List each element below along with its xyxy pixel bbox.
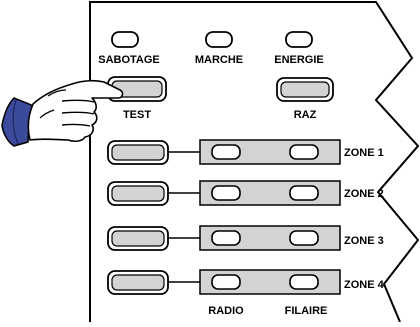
test-label: TEST [123, 109, 151, 121]
zone-3-filaire-led [289, 230, 319, 246]
sabotage-label: SABOTAGE [98, 54, 160, 66]
marche-indicator [205, 31, 233, 48]
energie-label: ENERGIE [274, 54, 324, 66]
zone-1-filaire-led [289, 144, 319, 160]
marche-label: MARCHE [195, 54, 243, 66]
panel-outline [89, 1, 420, 323]
zone-1-radio-led [211, 144, 241, 160]
zone-row-4: ZONE 4 [107, 269, 385, 295]
raz-button[interactable] [276, 77, 334, 102]
zone-1-label: ZONE 1 [344, 147, 384, 159]
zone-4-filaire-led [289, 274, 319, 290]
sabotage-indicator [111, 31, 139, 48]
zone-3-label: ZONE 3 [344, 235, 384, 247]
zone-3-radio-led [211, 230, 241, 246]
energie-indicator [285, 31, 313, 48]
zone-4-radio-led [211, 274, 241, 290]
zone-row-2: ZONE 2 [107, 180, 384, 206]
zone-row-3: ZONE 3 [107, 225, 384, 251]
zone-2-filaire-led [289, 185, 319, 201]
raz-label: RAZ [294, 109, 317, 121]
radio-column-label: RADIO [208, 305, 244, 317]
pointing-hand-icon [1, 79, 124, 147]
filaire-column-label: FILAIRE [285, 305, 328, 317]
zone-row-1: ZONE 1 [107, 139, 384, 165]
zone-4-label: ZONE 4 [344, 279, 385, 291]
zone-2-label: ZONE 2 [344, 188, 384, 200]
zone-2-radio-led [211, 185, 241, 201]
